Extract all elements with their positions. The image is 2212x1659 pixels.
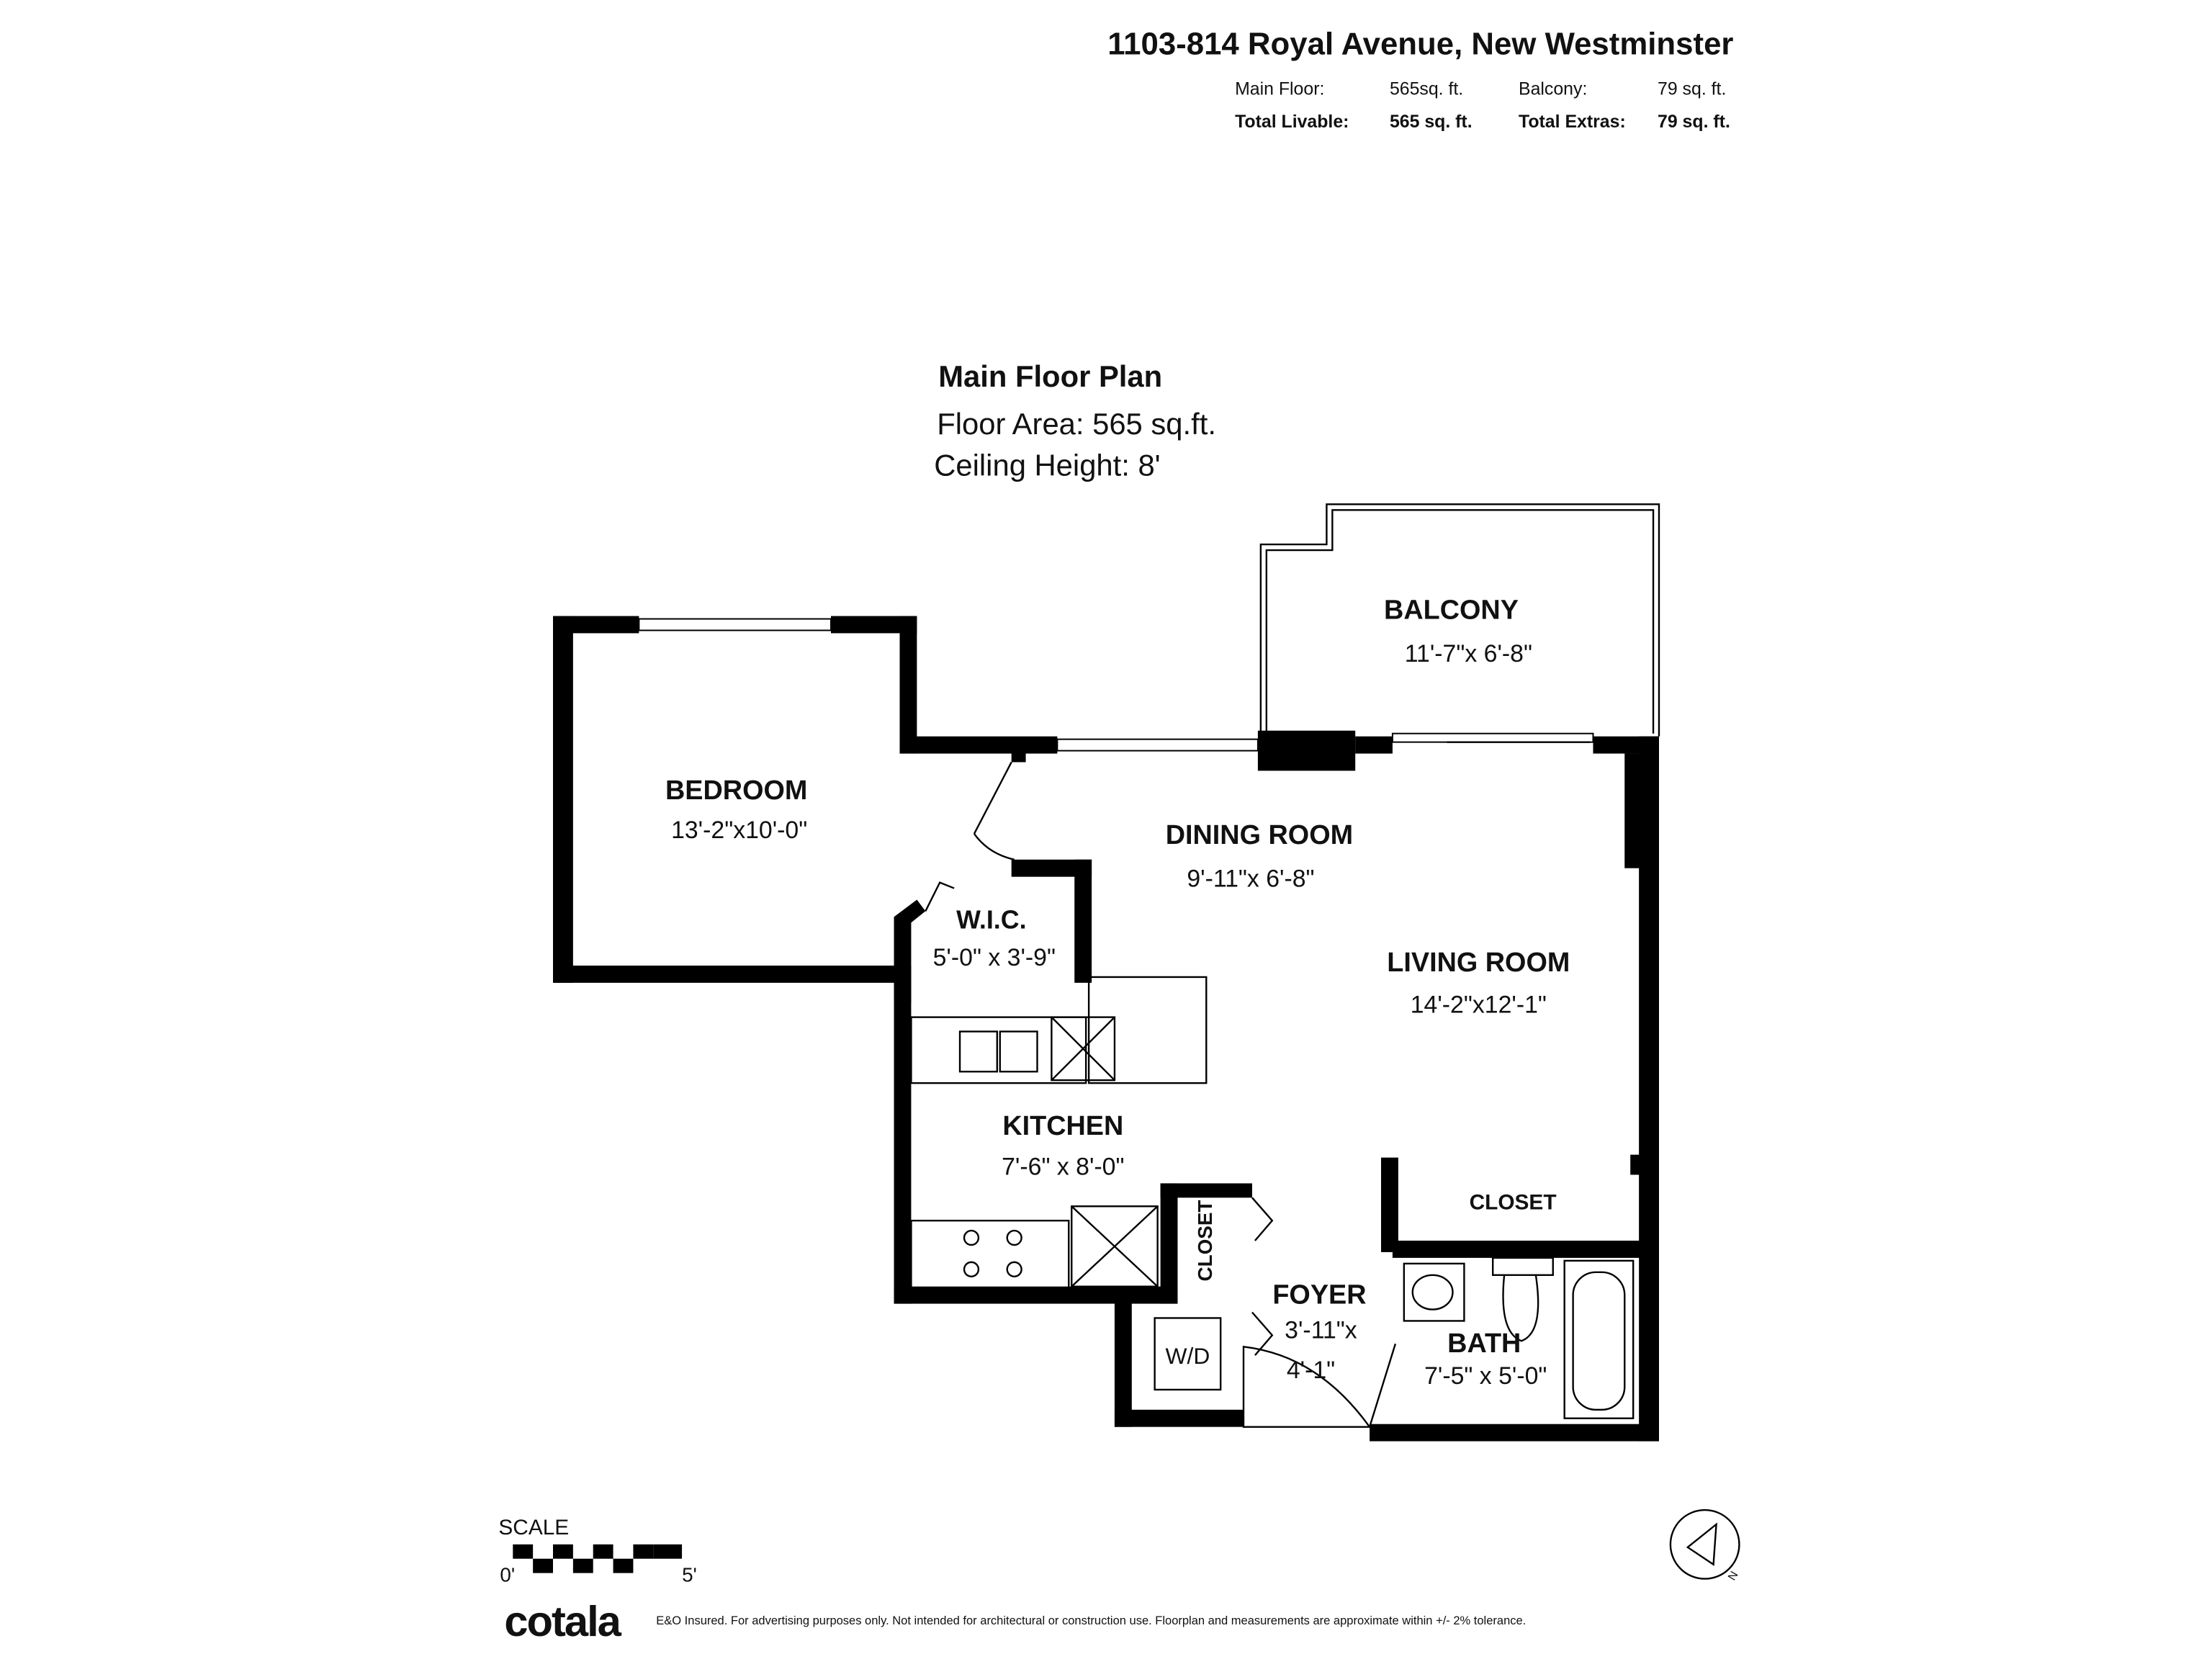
washer-dryer-box	[1154, 1317, 1222, 1391]
foyer-dims-2: 4'-1"	[1287, 1357, 1335, 1384]
scale-label: SCALE	[498, 1516, 569, 1539]
bath-name: BATH	[1447, 1328, 1521, 1359]
balcony-outline	[1259, 503, 1660, 737]
total-livable-value: 565 sq. ft.	[1390, 112, 1473, 132]
total-extras-value: 79 sq. ft.	[1658, 112, 1730, 132]
doors	[925, 741, 1591, 1428]
living-name: LIVING ROOM	[1387, 948, 1570, 978]
foyer-closet-name: CLOSET	[1194, 1200, 1216, 1282]
compass-north-letter: N	[1726, 1570, 1740, 1583]
foyer-name: FOYER	[1272, 1280, 1366, 1310]
washer-dryer-label: W/D	[1165, 1343, 1210, 1369]
main-floor-value: 565sq. ft.	[1390, 78, 1463, 99]
address-title: 1103-814 Royal Avenue, New Westminster	[1107, 27, 1733, 62]
balcony-dims: 11'-7"x 6'-8"	[1405, 640, 1532, 667]
walls	[553, 616, 1659, 1442]
wic-dims: 5'-0" x 3'-9"	[933, 944, 1056, 971]
scale-end: 5'	[682, 1564, 697, 1586]
kitchen-name: KITCHEN	[1002, 1111, 1123, 1141]
plan-title: Main Floor Plan	[938, 359, 1162, 393]
balcony-value: 79 sq. ft.	[1658, 78, 1726, 99]
bath-dims: 7'-5" x 5'-0"	[1424, 1362, 1547, 1390]
kitchen-dims: 7'-6" x 8'-0"	[1002, 1154, 1124, 1181]
dining-dims: 9'-11"x 6'-8"	[1187, 866, 1314, 893]
wic-name: W.I.C.	[956, 905, 1026, 934]
scale-bar	[513, 1544, 683, 1573]
bath-fixtures	[1154, 1256, 1635, 1419]
main-floor-label: Main Floor:	[1235, 78, 1324, 99]
total-extras-label: Total Extras:	[1519, 112, 1626, 132]
bedroom-name: BEDROOM	[665, 775, 807, 806]
ceiling-height: Ceiling Height: 8'	[934, 449, 1160, 482]
total-livable-label: Total Livable:	[1235, 112, 1349, 132]
north-arrow-icon	[1669, 1509, 1740, 1580]
bedroom-dims: 13'-2"x10'-0"	[671, 817, 807, 844]
floor-area: Floor Area: 565 sq.ft.	[937, 407, 1216, 441]
living-dims: 14'-2"x12'-1"	[1411, 992, 1547, 1019]
balcony-label: Balcony:	[1519, 78, 1587, 99]
balcony-name: BALCONY	[1384, 595, 1519, 626]
disclaimer: E&O Insured. For advertising purposes on…	[656, 1614, 1526, 1627]
cotala-logo: cotala	[504, 1597, 621, 1645]
foyer-dims-1: 3'-11"x	[1285, 1316, 1357, 1344]
dining-name: DINING ROOM	[1166, 820, 1353, 850]
kitchen-fixtures	[910, 976, 1208, 1290]
living-closet-name: CLOSET	[1470, 1190, 1557, 1214]
scale-start: 0'	[500, 1564, 515, 1586]
